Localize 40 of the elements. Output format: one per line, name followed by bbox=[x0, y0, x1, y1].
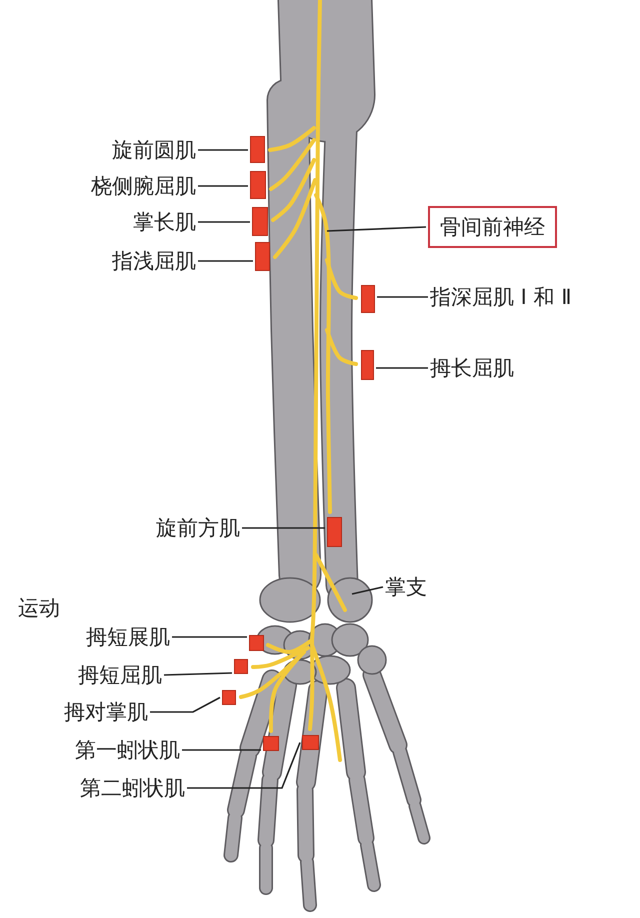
muscle-marker bbox=[361, 350, 374, 380]
muscle-label: 拇短屈肌 bbox=[78, 662, 162, 688]
muscle-label: 桡侧腕屈肌 bbox=[91, 173, 196, 199]
leader-line bbox=[198, 260, 253, 262]
muscle-label: 拇对掌肌 bbox=[64, 699, 148, 725]
leader-line bbox=[198, 149, 248, 151]
muscle-label: 旋前圆肌 bbox=[112, 137, 196, 163]
leader-line bbox=[164, 672, 232, 676]
muscle-label: 拇长屈肌 bbox=[430, 355, 514, 381]
leader-line bbox=[182, 749, 261, 751]
muscle-marker bbox=[361, 285, 375, 313]
muscle-marker bbox=[252, 207, 268, 236]
nerve-label: 骨间前神经 bbox=[428, 206, 557, 248]
muscle-label: 掌支 bbox=[385, 574, 427, 600]
muscle-marker bbox=[234, 659, 248, 674]
muscle-marker bbox=[250, 171, 266, 199]
leader-line bbox=[187, 742, 301, 789]
muscle-label: 拇短展肌 bbox=[86, 624, 170, 650]
leader-line bbox=[326, 226, 426, 232]
muscle-label: 第二蚓状肌 bbox=[80, 775, 185, 801]
leader-line bbox=[377, 296, 428, 298]
muscle-marker bbox=[263, 736, 279, 751]
muscle-marker bbox=[249, 635, 264, 651]
muscle-label: 指浅屈肌 bbox=[112, 248, 196, 274]
muscle-label: 旋前方肌 bbox=[156, 515, 240, 541]
leader-line bbox=[198, 185, 248, 187]
leader-line bbox=[242, 527, 325, 529]
muscle-marker bbox=[222, 690, 236, 705]
muscle-label: 掌长肌 bbox=[133, 209, 196, 235]
leader-line bbox=[376, 367, 428, 369]
leader-line bbox=[150, 696, 220, 713]
muscle-marker bbox=[327, 517, 342, 547]
muscle-marker bbox=[302, 735, 319, 750]
note-label: 运动 bbox=[18, 595, 60, 621]
muscle-label: 第一蚓状肌 bbox=[75, 737, 180, 763]
leader-line bbox=[198, 221, 250, 223]
muscle-marker bbox=[250, 136, 265, 163]
muscle-marker bbox=[255, 242, 270, 271]
leader-line bbox=[172, 636, 247, 638]
muscle-label: 指深屈肌 Ⅰ 和 Ⅱ bbox=[430, 284, 572, 310]
